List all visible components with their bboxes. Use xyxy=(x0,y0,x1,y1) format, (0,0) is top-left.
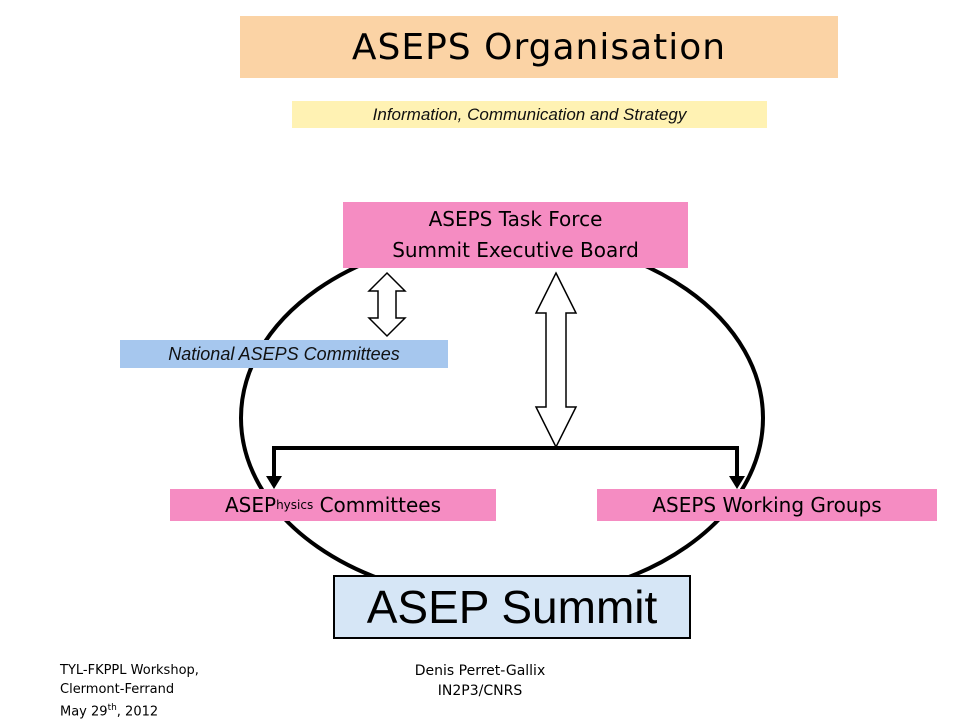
page-title: ASEPS Organisation xyxy=(240,16,838,78)
physics-committees-suffix: Committees xyxy=(313,493,442,517)
page-title-text: ASEPS Organisation xyxy=(351,26,727,68)
footer-event-line3: May 29th, 2012 xyxy=(60,699,199,721)
task-force-line1: ASEPS Task Force xyxy=(428,207,603,231)
summit-box: ASEP Summit xyxy=(333,575,691,639)
national-committees-text: National ASEPS Committees xyxy=(168,343,400,364)
footer-event-line1: TYL-FKPPL Workshop, xyxy=(60,663,199,678)
footer-event-line2: Clermont-Ferrand xyxy=(60,682,175,697)
double-arrow-small xyxy=(367,271,407,338)
double-arrow-tall xyxy=(534,271,578,449)
task-force-box: ASEPS Task Force Summit Executive Board xyxy=(343,202,688,268)
connector-arrow-right xyxy=(729,476,745,489)
physics-committees-small: hysics xyxy=(276,498,314,512)
working-groups-box: ASEPS Working Groups xyxy=(597,489,937,521)
footer-date-main: May 29 xyxy=(60,704,108,720)
footer-author-affiliation: IN2P3/CNRS xyxy=(437,683,523,699)
national-committees-box: National ASEPS Committees xyxy=(120,340,448,368)
footer-date-end: , 2012 xyxy=(116,704,159,720)
connector-arrow-left xyxy=(266,476,282,489)
cycle-ellipse xyxy=(239,234,765,602)
footer-author-name: Denis Perret-Gallix xyxy=(414,663,546,679)
footer-event: TYL-FKPPL Workshop, Clermont-Ferrand May… xyxy=(60,661,199,721)
subtitle-banner: Information, Communication and Strategy xyxy=(292,101,767,128)
task-force-line2: Summit Executive Board xyxy=(392,238,639,262)
subtitle-text: Information, Communication and Strategy xyxy=(372,104,687,124)
footer-date-sup: th xyxy=(107,703,117,713)
footer-author: Denis Perret-Gallix IN2P3/CNRS xyxy=(380,661,580,701)
summit-text: ASEP Summit xyxy=(366,581,658,633)
groups-connector xyxy=(272,446,739,486)
working-groups-text: ASEPS Working Groups xyxy=(652,493,882,517)
physics-committees-prefix: ASEP xyxy=(224,493,277,517)
